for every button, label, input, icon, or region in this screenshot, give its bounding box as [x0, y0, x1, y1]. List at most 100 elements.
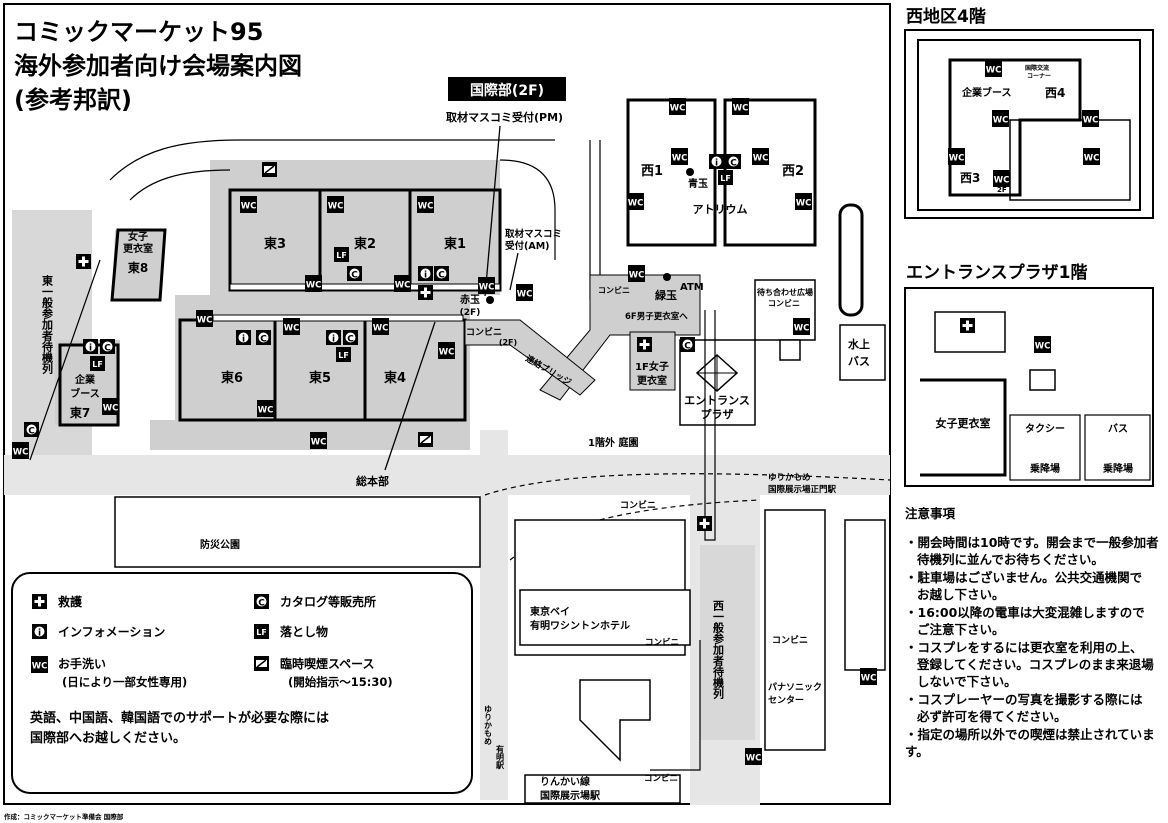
international-label: 国際部(2F) — [470, 82, 544, 99]
promenade — [109, 139, 555, 181]
wc-icon — [669, 98, 686, 115]
west-queue-area — [700, 545, 755, 740]
catalog-icon — [254, 594, 269, 609]
svg-text:ブース: ブース — [70, 387, 100, 400]
smoking-icon — [253, 655, 270, 672]
svg-text:西3: 西3 — [960, 171, 980, 185]
svg-text:りんかい線: りんかい線 — [540, 775, 590, 788]
garden: 1階外 庭園 — [588, 436, 638, 449]
title-line1: コミックマーケット95 — [14, 18, 263, 46]
info-icon — [418, 266, 433, 281]
svg-text:パナソニック: パナソニック — [768, 681, 822, 693]
wc-icon — [257, 400, 274, 417]
svg-text:女子: 女子 — [128, 230, 148, 243]
entrance-plaza — [679, 339, 756, 426]
svg-text:2F: 2F — [997, 186, 1007, 194]
svg-text:コンビニ: コンビニ — [598, 285, 630, 295]
note-line: ・開会時間は10時です。開会まで一般参加者 — [905, 535, 1159, 550]
hall-east3: 東3 — [264, 236, 286, 252]
catalog-icon — [256, 330, 271, 345]
svg-text:国際交流: 国際交流 — [1025, 64, 1049, 72]
catalog-icon — [24, 422, 39, 437]
svg-text:企業ブース: 企業ブース — [961, 86, 1012, 99]
notes-list: ・開会時間は10時です。開会まで一般参加者待機列に並んでお待ちください。・駐車場… — [905, 534, 1167, 760]
wc-icon — [671, 148, 688, 165]
wc-icon — [394, 275, 411, 292]
press-am-1: 取材マスコミ — [505, 228, 562, 240]
catalog-icon — [680, 337, 695, 352]
note-item: ・開会時間は10時です。開会まで一般参加者待機列に並んでお待ちください。 — [905, 534, 1167, 568]
legend-support-1: 英語、中国語、韓国語でのサポートが必要な際には — [29, 710, 329, 726]
catalog-icon — [726, 154, 741, 169]
svg-text:プラザ: プラザ — [701, 407, 734, 421]
info-icon — [326, 330, 341, 345]
wc-icon — [860, 668, 877, 685]
catalog-icon — [347, 266, 362, 281]
wc-icon — [627, 193, 644, 210]
svg-text:待ち合わせ広場: 待ち合わせ広場 — [756, 287, 813, 297]
park: 防災公園 — [200, 538, 240, 551]
catalog-icon — [100, 339, 115, 354]
svg-text:(開始指示〜15:30): (開始指示〜15:30) — [288, 675, 393, 689]
lost-found-icon — [718, 170, 733, 185]
wc-icon — [478, 277, 495, 294]
wc-icon — [732, 98, 749, 115]
inset-entrance-title: エントランスプラザ1階 — [906, 262, 1088, 283]
lost-found-icon — [336, 347, 351, 362]
note-line: 登録してください。コスプレのまま来退場 — [917, 657, 1154, 672]
svg-text:更衣室: 更衣室 — [637, 374, 667, 387]
note-item: ・16:00以降の電車は大変混雑しますのでご注意下さい。 — [905, 604, 1167, 638]
svg-text:(日により一部女性専用): (日により一部女性専用) — [62, 675, 187, 689]
wc-icon — [327, 196, 344, 213]
note-item: ・コスプレをするには更衣室を利用の上、登録してください。コスプレのまま来退場しな… — [905, 639, 1167, 690]
info-icon — [709, 154, 724, 169]
svg-text:コーナー: コーナー — [1027, 73, 1051, 80]
svg-text:乗降場: 乗降場 — [1102, 462, 1133, 475]
svg-text:有明ワシントンホテル: 有明ワシントンホテル — [530, 619, 630, 632]
svg-text:有明駅: 有明駅 — [495, 744, 505, 770]
svg-text:コンビニ: コンビニ — [466, 326, 502, 338]
first-aid-icon — [418, 285, 433, 300]
svg-text:コンビニ: コンビニ — [644, 773, 678, 784]
catalog-icon — [343, 330, 358, 345]
hall-east5: 東5 — [309, 370, 331, 386]
first-aid-icon — [76, 254, 91, 269]
wc-icon — [438, 342, 455, 359]
notes-heading: 注意事項 — [905, 506, 956, 521]
midoridama: 緑玉 — [655, 288, 677, 302]
wc-icon — [793, 318, 810, 335]
info-icon — [32, 624, 47, 639]
note-line: しないで下さい。 — [917, 674, 1017, 689]
hall-east1: 東1 — [444, 236, 466, 252]
svg-text:水上: 水上 — [848, 337, 870, 351]
east-queue-label: 東一般参加者待機列 — [41, 274, 55, 375]
men-changing: 6F男子更衣室へ — [625, 311, 688, 322]
hall-east7: 東7 — [70, 405, 90, 420]
svg-text:ゆりかもめ: ゆりかもめ — [484, 705, 493, 745]
press-pm: 取材マスコミ受付(PM) — [446, 110, 563, 124]
svg-text:1F女子: 1F女子 — [635, 360, 669, 373]
svg-text:バス: バス — [1108, 423, 1128, 435]
note-line: ・コスプレーヤーの写真を撮影する際には — [905, 692, 1143, 707]
note-item: ・駐車場はございません。公共交通機関でお越し下さい。 — [905, 569, 1167, 603]
press-am-2: 受付(AM) — [505, 240, 550, 252]
note-line: ・駐車場はございません。公共交通機関で — [905, 570, 1143, 585]
svg-text:企業: 企業 — [74, 373, 96, 386]
legend-smoking: 臨時喫煙スペース — [280, 656, 375, 671]
wc-icon — [240, 196, 257, 213]
inset-women-changing: 女子更衣室 — [936, 416, 991, 430]
wc-icon — [628, 265, 645, 282]
note-line: ご注意下さい。 — [917, 622, 1005, 637]
info-icon — [83, 339, 98, 354]
svg-text:西4: 西4 — [1045, 86, 1065, 100]
svg-text:乗降場: 乗降場 — [1029, 462, 1060, 475]
hall-east6: 東6 — [221, 370, 243, 386]
svg-text:更衣室: 更衣室 — [123, 242, 153, 255]
wc-icon — [12, 442, 29, 459]
atm: ATM — [680, 282, 704, 293]
akadama: 赤玉 — [460, 293, 480, 306]
wc-icon — [417, 196, 434, 213]
legend-support-2: 国際部へお越しください。 — [30, 730, 186, 746]
inset-west4 — [904, 29, 1154, 219]
